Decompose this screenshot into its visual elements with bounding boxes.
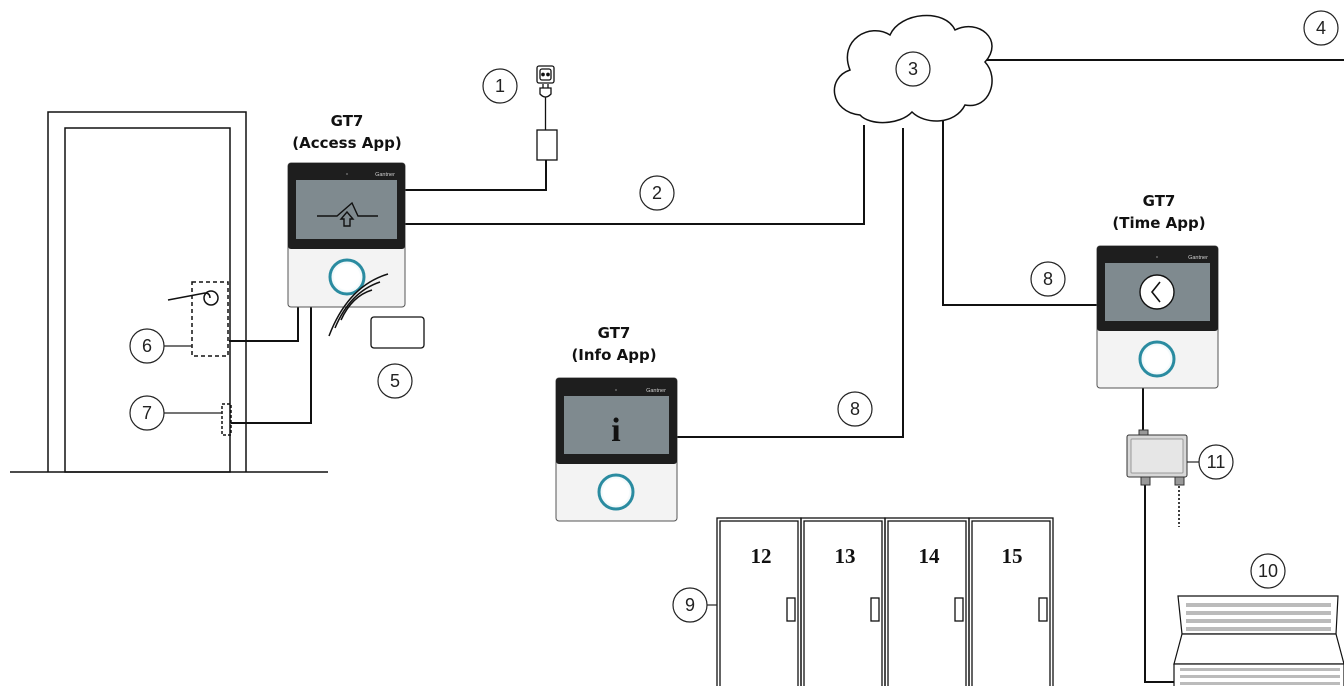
info-device-model: GT7 [598, 324, 631, 342]
access-device-app: (Access App) [292, 134, 401, 152]
rfid-card [370, 316, 425, 349]
locker-1-latch [870, 597, 880, 622]
callout-8b [1030, 261, 1066, 297]
line-access-to-strike [231, 307, 312, 424]
callout-4 [1303, 10, 1339, 46]
door-access-icon [317, 201, 378, 227]
door-frame [47, 111, 247, 472]
locker-3 [968, 517, 1054, 686]
callout-11-label: 11 [1207, 452, 1226, 472]
locker-number-3: 15 [1002, 544, 1023, 568]
time-device-app: (Time App) [1112, 214, 1205, 232]
power-adapter [536, 129, 558, 161]
access-device-model: GT7 [331, 112, 364, 130]
callout-numbers: 1 2 3 4 5 6 7 8 8 9 10 11 [142, 18, 1326, 615]
callout-10 [1250, 553, 1286, 589]
time-device-model: GT7 [1143, 192, 1176, 210]
info-device-screen [564, 396, 669, 454]
power-socket-inner [539, 68, 552, 81]
relay-box-connector-right [1174, 476, 1185, 486]
callout-8b-label: 8 [1043, 269, 1053, 289]
connection-lines [229, 59, 1344, 683]
callout-3 [895, 51, 931, 87]
time-device-brand: Gantner [1188, 255, 1208, 261]
power-socket-icon [536, 65, 555, 84]
locker-0-latch [786, 597, 796, 622]
callout-8a-label: 8 [850, 399, 860, 419]
callout-8a [837, 391, 873, 427]
rfid-waves [328, 273, 389, 337]
power-supply [536, 65, 558, 161]
locker-number-2: 14 [919, 544, 941, 568]
callout-markers [129, 10, 1339, 623]
locker-number-0: 12 [751, 544, 772, 568]
door-lock-outline [191, 281, 229, 357]
turnstile-gate [1173, 595, 1344, 686]
line-info-to-cloud [677, 128, 904, 438]
callout-1-label: 1 [495, 76, 505, 96]
gt7-time-device: GT7 (Time App) Gantner [1096, 192, 1219, 389]
access-device-led [346, 173, 348, 175]
locker-3-latch [1038, 597, 1048, 622]
info-device-app: (Info App) [571, 346, 656, 364]
callout-2-label: 2 [652, 183, 662, 203]
gt7-access-device: GT7 (Access App) Gantner [287, 112, 406, 308]
callout-1 [482, 68, 518, 104]
callout-5-label: 5 [390, 371, 400, 391]
locker-bank [716, 517, 1054, 686]
relay-box [1126, 429, 1188, 527]
callout-9-label: 9 [685, 595, 695, 615]
line-access-to-cloud [405, 125, 865, 225]
access-device-brand: Gantner [375, 172, 395, 178]
callout-6-label: 6 [142, 336, 152, 356]
line-time-to-cloud [942, 120, 1097, 306]
callout-3-label: 3 [908, 59, 918, 79]
access-device-screen [296, 180, 397, 239]
clock-icon [1139, 274, 1175, 310]
power-plug-icon [539, 84, 552, 130]
door-handle-rosette [203, 290, 219, 306]
line-access-to-power [405, 160, 547, 191]
locker-2-latch [954, 597, 964, 622]
time-device-led [1156, 256, 1158, 258]
line-access-to-handle [229, 307, 299, 342]
callout-2 [639, 175, 675, 211]
callout-10-label: 10 [1258, 561, 1278, 581]
relay-box-connector-left [1140, 476, 1151, 486]
relay-box-connector-top [1138, 429, 1149, 436]
door [10, 111, 328, 473]
line-relay-to-turnstile [1144, 477, 1180, 683]
info-device-led [615, 389, 617, 391]
info-icon: i [611, 412, 620, 449]
turnstile-base [1173, 633, 1344, 665]
callout-4-label: 4 [1316, 18, 1326, 38]
door-handle-lever [167, 292, 211, 301]
callout-leaders [164, 345, 1199, 606]
gt7-info-device: GT7 (Info App) Gantner i [555, 324, 678, 522]
locker-number-1: 13 [835, 544, 856, 568]
callout-7-label: 7 [142, 403, 152, 423]
info-device-brand: Gantner [646, 388, 666, 394]
callout-5 [377, 363, 413, 399]
